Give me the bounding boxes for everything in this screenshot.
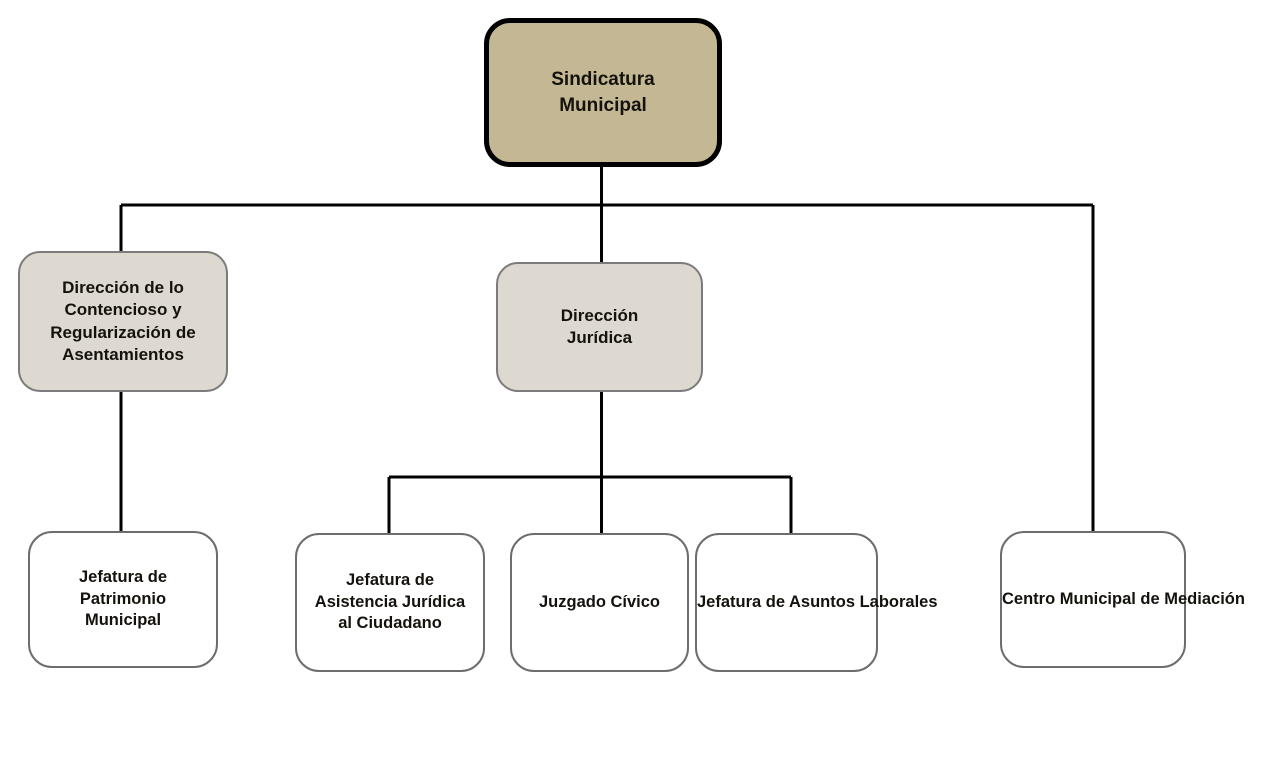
node-label: Juzgado Cívico — [538, 592, 661, 611]
node-direccion-contencioso[interactable]: Dirección de lo Contencioso y Regulariza… — [18, 251, 228, 392]
node-juzgado-civico[interactable]: Juzgado Cívico — [510, 533, 689, 672]
node-label: Dirección Jurídica — [560, 305, 639, 347]
node-label: Dirección de lo Contencioso y Regulariza… — [50, 277, 196, 364]
node-label: Jefatura de Patrimonio Municipal — [78, 567, 168, 630]
node-jefatura-laborales[interactable]: Jefatura de Asuntos Laborales — [695, 533, 938, 672]
node-jefatura-patrimonio[interactable]: Jefatura de Patrimonio Municipal — [28, 531, 218, 668]
node-direccion-juridica[interactable]: Dirección Jurídica — [496, 262, 703, 392]
node-label: Centro Municipal de Mediación — [1002, 589, 1245, 608]
node-label: Jefatura de Asistencia Jurídica al Ciuda… — [314, 570, 466, 633]
node-sindicatura-municipal[interactable]: Sindicatura Municipal — [484, 18, 722, 167]
node-jefatura-asistencia[interactable]: Jefatura de Asistencia Jurídica al Ciuda… — [295, 533, 485, 672]
node-centro-mediacion[interactable]: Centro Municipal de Mediación — [1000, 531, 1245, 668]
node-label: Sindicatura Municipal — [551, 69, 655, 116]
node-label: Jefatura de Asuntos Laborales — [697, 592, 938, 611]
